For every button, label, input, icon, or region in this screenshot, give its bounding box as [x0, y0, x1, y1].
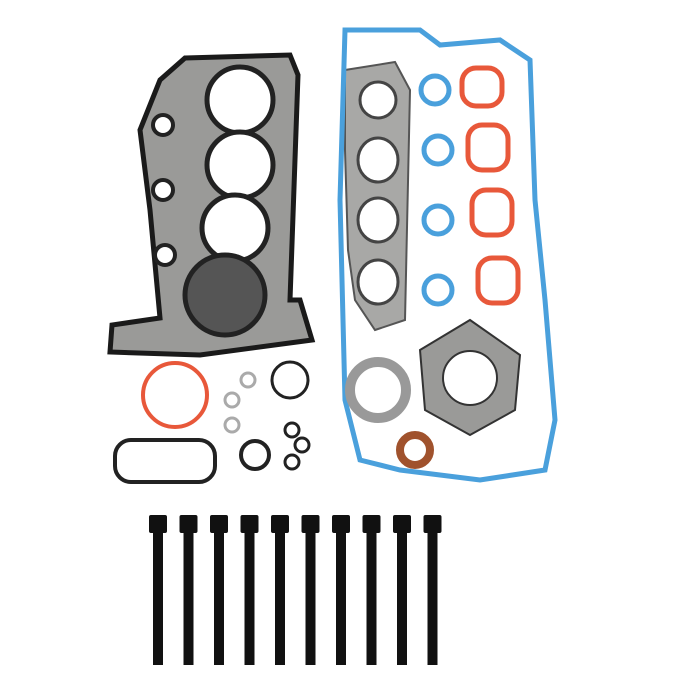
cylinder-head-gasket — [107, 52, 316, 358]
head-bolt — [393, 515, 411, 665]
head-bolt — [332, 515, 350, 665]
head-bolt — [362, 515, 381, 665]
head-bolt — [179, 515, 198, 665]
crank-seal — [396, 431, 434, 469]
head-bolt — [149, 515, 167, 665]
head-bolt — [210, 515, 228, 665]
head-bolts — [149, 515, 442, 665]
exhaust-donut-gasket — [345, 357, 411, 423]
spark-plug-tube-seals — [418, 73, 455, 307]
intake-manifold-gasket — [459, 65, 521, 306]
head-bolt — [271, 515, 289, 665]
exhaust-manifold-gasket — [344, 60, 412, 332]
head-bolt — [423, 515, 442, 665]
flange-bore — [442, 350, 498, 406]
valve-cover-gasket — [337, 27, 558, 483]
head-bolt — [240, 515, 259, 665]
small-o-rings — [113, 360, 311, 484]
head-bolt — [301, 515, 320, 665]
